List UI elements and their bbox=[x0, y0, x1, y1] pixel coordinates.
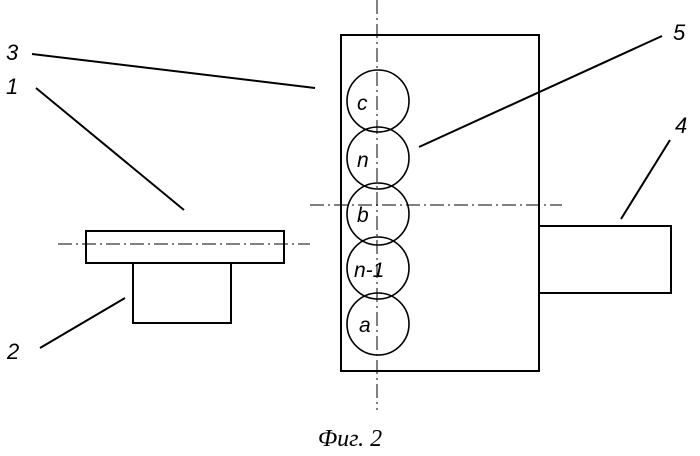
leader-line-2 bbox=[40, 298, 125, 348]
circle-label-n: n bbox=[357, 149, 369, 172]
figure-caption: Фиг. 2 bbox=[318, 426, 382, 452]
leader-line-4 bbox=[621, 140, 670, 219]
part-label-2: 2 bbox=[6, 339, 19, 364]
circle-label-c: c bbox=[357, 92, 368, 115]
circle-label-b: b bbox=[357, 204, 369, 227]
leader-line-3 bbox=[32, 54, 315, 88]
part-4-arm bbox=[539, 226, 671, 293]
circle-label-a: a bbox=[359, 314, 371, 337]
leader-line-1 bbox=[36, 88, 184, 210]
part-1-plate bbox=[86, 231, 284, 263]
part-3-housing bbox=[341, 35, 539, 371]
part-label-5: 5 bbox=[673, 20, 686, 45]
part-label-3: 3 bbox=[6, 40, 19, 65]
circle-label-n-1: n-1 bbox=[354, 259, 384, 282]
part-label-4: 4 bbox=[675, 113, 687, 138]
part-2-block bbox=[133, 263, 231, 323]
part-label-1: 1 bbox=[6, 74, 18, 99]
